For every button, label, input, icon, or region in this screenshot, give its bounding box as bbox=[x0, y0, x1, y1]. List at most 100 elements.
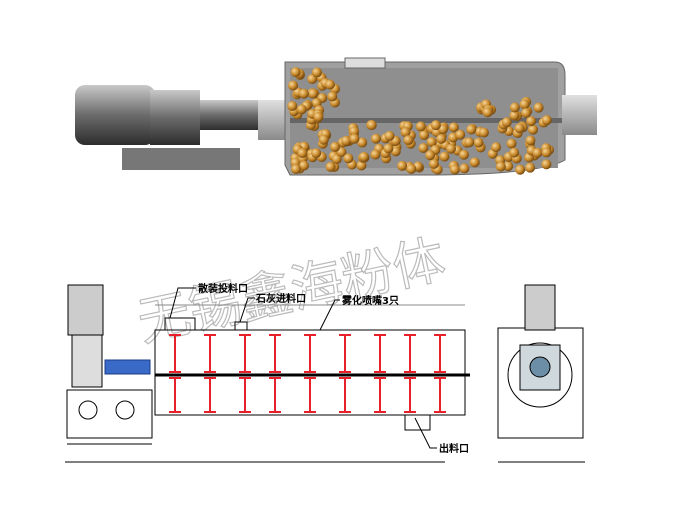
material-ball bbox=[418, 142, 429, 153]
material-ball bbox=[509, 147, 520, 158]
material-ball bbox=[384, 130, 395, 141]
material-balls bbox=[287, 67, 555, 175]
material-ball bbox=[430, 120, 441, 131]
motor bbox=[75, 85, 155, 145]
coupling bbox=[104, 359, 151, 375]
material-ball bbox=[318, 134, 329, 145]
paddle bbox=[169, 377, 181, 413]
base-hole bbox=[115, 400, 135, 420]
material-ball bbox=[403, 135, 414, 146]
material-ball bbox=[469, 157, 480, 168]
material-ball bbox=[419, 130, 430, 141]
material-ball bbox=[541, 147, 552, 158]
bulk-inlet-flange bbox=[164, 317, 196, 331]
material-ball bbox=[287, 100, 298, 111]
leader-discharge bbox=[414, 417, 437, 449]
paddle bbox=[434, 334, 446, 373]
material-ball bbox=[448, 122, 459, 133]
material-ball bbox=[406, 163, 417, 174]
material-ball bbox=[359, 151, 370, 162]
material-ball bbox=[370, 133, 381, 144]
paddle bbox=[339, 377, 351, 413]
side-trough bbox=[507, 342, 573, 408]
material-ball bbox=[464, 137, 475, 148]
material-ball bbox=[514, 123, 525, 134]
material-ball bbox=[459, 163, 470, 174]
material-ball bbox=[313, 111, 324, 122]
material-ball bbox=[478, 127, 489, 138]
material-ball bbox=[521, 107, 532, 118]
material-ball bbox=[436, 133, 447, 144]
material-ball bbox=[509, 110, 520, 121]
material-ball bbox=[311, 148, 322, 159]
material-ball bbox=[525, 162, 536, 173]
material-ball bbox=[428, 158, 439, 169]
material-ball bbox=[341, 135, 352, 146]
material-ball bbox=[541, 115, 552, 126]
material-ball bbox=[526, 116, 537, 127]
paddle bbox=[239, 377, 251, 413]
material-ball bbox=[459, 149, 470, 160]
motor-base-box bbox=[66, 389, 153, 439]
material-ball bbox=[330, 141, 341, 152]
paddle bbox=[374, 334, 386, 373]
material-ball bbox=[446, 143, 457, 154]
paddle bbox=[169, 334, 181, 373]
material-ball bbox=[349, 133, 360, 144]
side-elevation bbox=[497, 284, 585, 463]
material-ball bbox=[466, 124, 477, 135]
vertical-motor bbox=[67, 284, 104, 336]
bearing-right bbox=[562, 95, 597, 135]
front-elevation bbox=[65, 284, 470, 463]
material-ball bbox=[370, 149, 381, 160]
material-ball bbox=[296, 104, 307, 115]
rendered-view bbox=[75, 57, 597, 176]
reducer bbox=[71, 334, 103, 388]
motor-base bbox=[122, 148, 240, 170]
paddle bbox=[269, 334, 281, 373]
material-ball bbox=[449, 164, 460, 175]
leader-lime bbox=[239, 297, 255, 323]
material-ball bbox=[515, 164, 526, 175]
material-ball bbox=[426, 136, 437, 147]
paddle bbox=[204, 334, 216, 373]
trough bbox=[154, 329, 466, 416]
material-ball bbox=[473, 137, 484, 148]
material-ball bbox=[311, 67, 322, 78]
material-ball bbox=[366, 120, 377, 131]
base-hole bbox=[78, 400, 98, 420]
material-ball bbox=[528, 124, 539, 135]
material-ball bbox=[324, 79, 335, 90]
paddle bbox=[374, 377, 386, 413]
material-ball bbox=[349, 126, 360, 137]
material-ball bbox=[397, 160, 408, 171]
material-ball bbox=[533, 102, 544, 113]
material-ball bbox=[357, 137, 368, 148]
material-ball bbox=[525, 135, 536, 146]
material-ball bbox=[425, 150, 436, 161]
label-lime-feed-inlet: 石灰进料口 bbox=[255, 292, 306, 305]
material-ball bbox=[325, 161, 336, 172]
paddle bbox=[269, 377, 281, 413]
gearbox bbox=[150, 90, 200, 145]
material-ball bbox=[308, 88, 319, 99]
paddle bbox=[304, 334, 316, 373]
feed-inlet bbox=[344, 57, 386, 69]
material-ball bbox=[506, 138, 517, 149]
material-ball bbox=[495, 161, 506, 172]
shaft bbox=[290, 118, 570, 123]
material-ball bbox=[400, 127, 411, 138]
leader-nozzle bbox=[319, 299, 340, 331]
material-ball bbox=[290, 67, 301, 78]
lime-inlet-flange bbox=[234, 321, 248, 331]
paddle bbox=[239, 334, 251, 373]
label-atomizing-nozzles: 雾化喷嘴3只 bbox=[341, 294, 399, 307]
paddle bbox=[304, 377, 316, 413]
material-ball bbox=[297, 148, 308, 159]
material-ball bbox=[356, 160, 367, 171]
material-ball bbox=[343, 153, 354, 164]
side-gear bbox=[529, 356, 551, 378]
material-ball bbox=[298, 88, 309, 99]
paddle bbox=[434, 377, 446, 413]
paddles bbox=[169, 334, 446, 413]
